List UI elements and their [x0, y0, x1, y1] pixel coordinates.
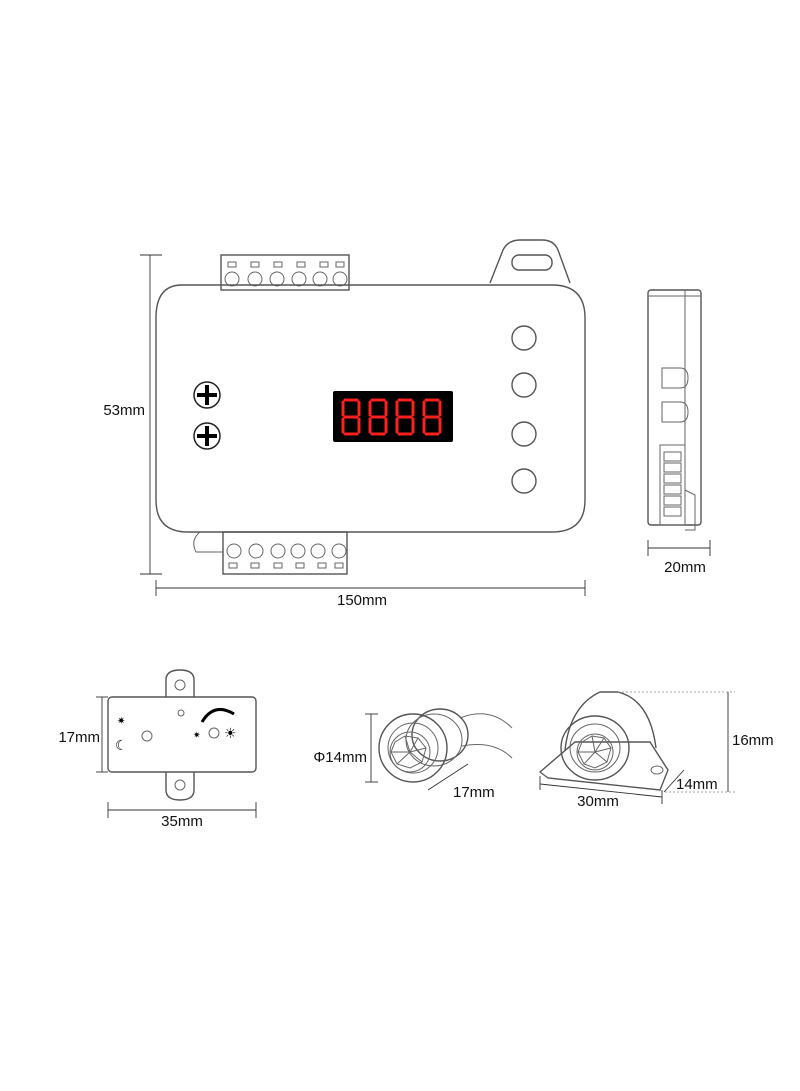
sensor-lens-icon [576, 733, 614, 771]
controller-front-view: 53mm 150mm [103, 239, 586, 609]
round-sensor-diameter-label: Φ14mm [313, 749, 367, 766]
controller-body [155, 284, 586, 533]
mount-sensor-height-dimension: 16mm [727, 692, 774, 792]
controller-width-dimension: 150mm [155, 580, 586, 609]
mount-sensor-length-label: 30mm [577, 793, 619, 810]
mounting-ear [489, 239, 571, 284]
brightness-arc-icon [200, 708, 235, 723]
button-2 [511, 372, 537, 398]
mount-pir-sensor: 16mm 30mm 14mm [538, 691, 774, 810]
side-depth-label: 20mm [664, 559, 706, 576]
controller-height-label: 53mm [103, 402, 145, 419]
light-sensor-width-dimension: 35mm [107, 802, 257, 830]
plus-icon [193, 422, 221, 450]
round-sensor-length-dimension: 17mm [427, 763, 495, 801]
round-sensor-length-label: 17mm [453, 784, 495, 801]
display-digit [422, 398, 442, 436]
display-digit [395, 398, 415, 436]
sun-icon: ☀ [224, 726, 237, 742]
light-sensor-height-label: 17mm [58, 729, 100, 746]
mount-sensor-depth-label: 14mm [676, 776, 718, 793]
sensor-lens-icon [389, 731, 431, 773]
display-digits [341, 398, 442, 436]
display-digit [368, 398, 388, 436]
controller-side-view: 20mm [647, 289, 711, 576]
moon-icon: ☾ [115, 738, 128, 754]
plus-icon [193, 381, 221, 409]
round-pir-sensor: Φ14mm 17mm [313, 708, 513, 801]
button-1 [511, 325, 537, 351]
light-sensor-width-label: 35mm [161, 813, 203, 830]
controller-width-label: 150mm [337, 592, 387, 609]
mount-sensor-height-label: 16mm [732, 732, 774, 749]
button-3 [511, 421, 537, 447]
mount-sensor-depth-dimension: 14mm [663, 769, 718, 793]
led-display [333, 391, 453, 442]
mount-sensor-length-dimension: 30mm [539, 776, 663, 810]
sun-icon: ✷ [193, 731, 201, 741]
sun-icon: ✷ [117, 716, 125, 727]
top-terminal-block [220, 254, 350, 291]
light-sensor-module: ✷ ☾ ✷ ☀ 17mm 35mm [58, 669, 257, 830]
light-sensor-height-dimension: 17mm [58, 696, 108, 773]
side-depth-dimension: 20mm [647, 540, 711, 576]
mounting-slot [511, 254, 553, 271]
round-sensor-diameter-dimension: Φ14mm [313, 713, 378, 783]
controller-height-dimension: 53mm [103, 254, 162, 575]
button-4 [511, 468, 537, 494]
display-digit [341, 398, 361, 436]
bottom-terminal-block [193, 531, 348, 575]
